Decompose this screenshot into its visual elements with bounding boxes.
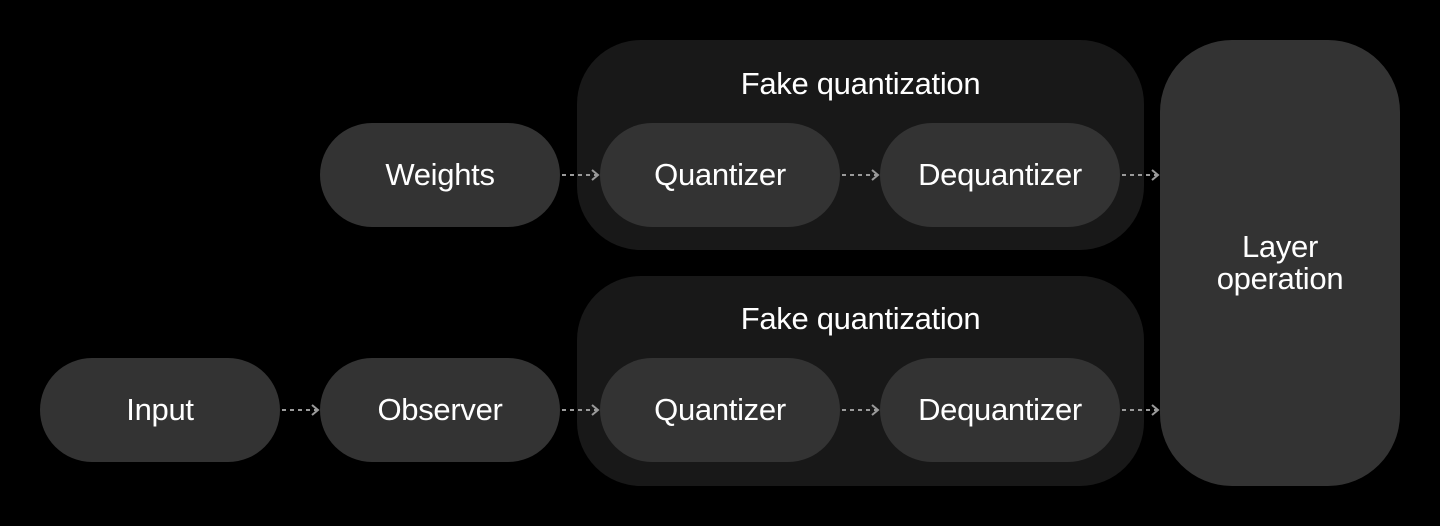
weights-node: Weights <box>320 123 560 227</box>
arrow-input-to-observer <box>282 404 320 416</box>
group-title: Fake quantization <box>740 301 981 336</box>
observer-node: Observer <box>320 358 560 462</box>
layer-operation-node: Layer operation <box>1160 40 1400 486</box>
quantizer-node-bottom: Quantizer <box>600 358 840 462</box>
input-node: Input <box>40 358 280 462</box>
layer-operation-label-line1: Layer <box>1241 229 1319 264</box>
dequantizer-node-bottom: Dequantizer <box>880 358 1120 462</box>
group-title: Fake quantization <box>740 66 981 101</box>
quantizer-node-top: Quantizer <box>600 123 840 227</box>
layer-operation-label-line2: operation <box>1216 261 1344 296</box>
dequantizer-node-top: Dequantizer <box>880 123 1120 227</box>
